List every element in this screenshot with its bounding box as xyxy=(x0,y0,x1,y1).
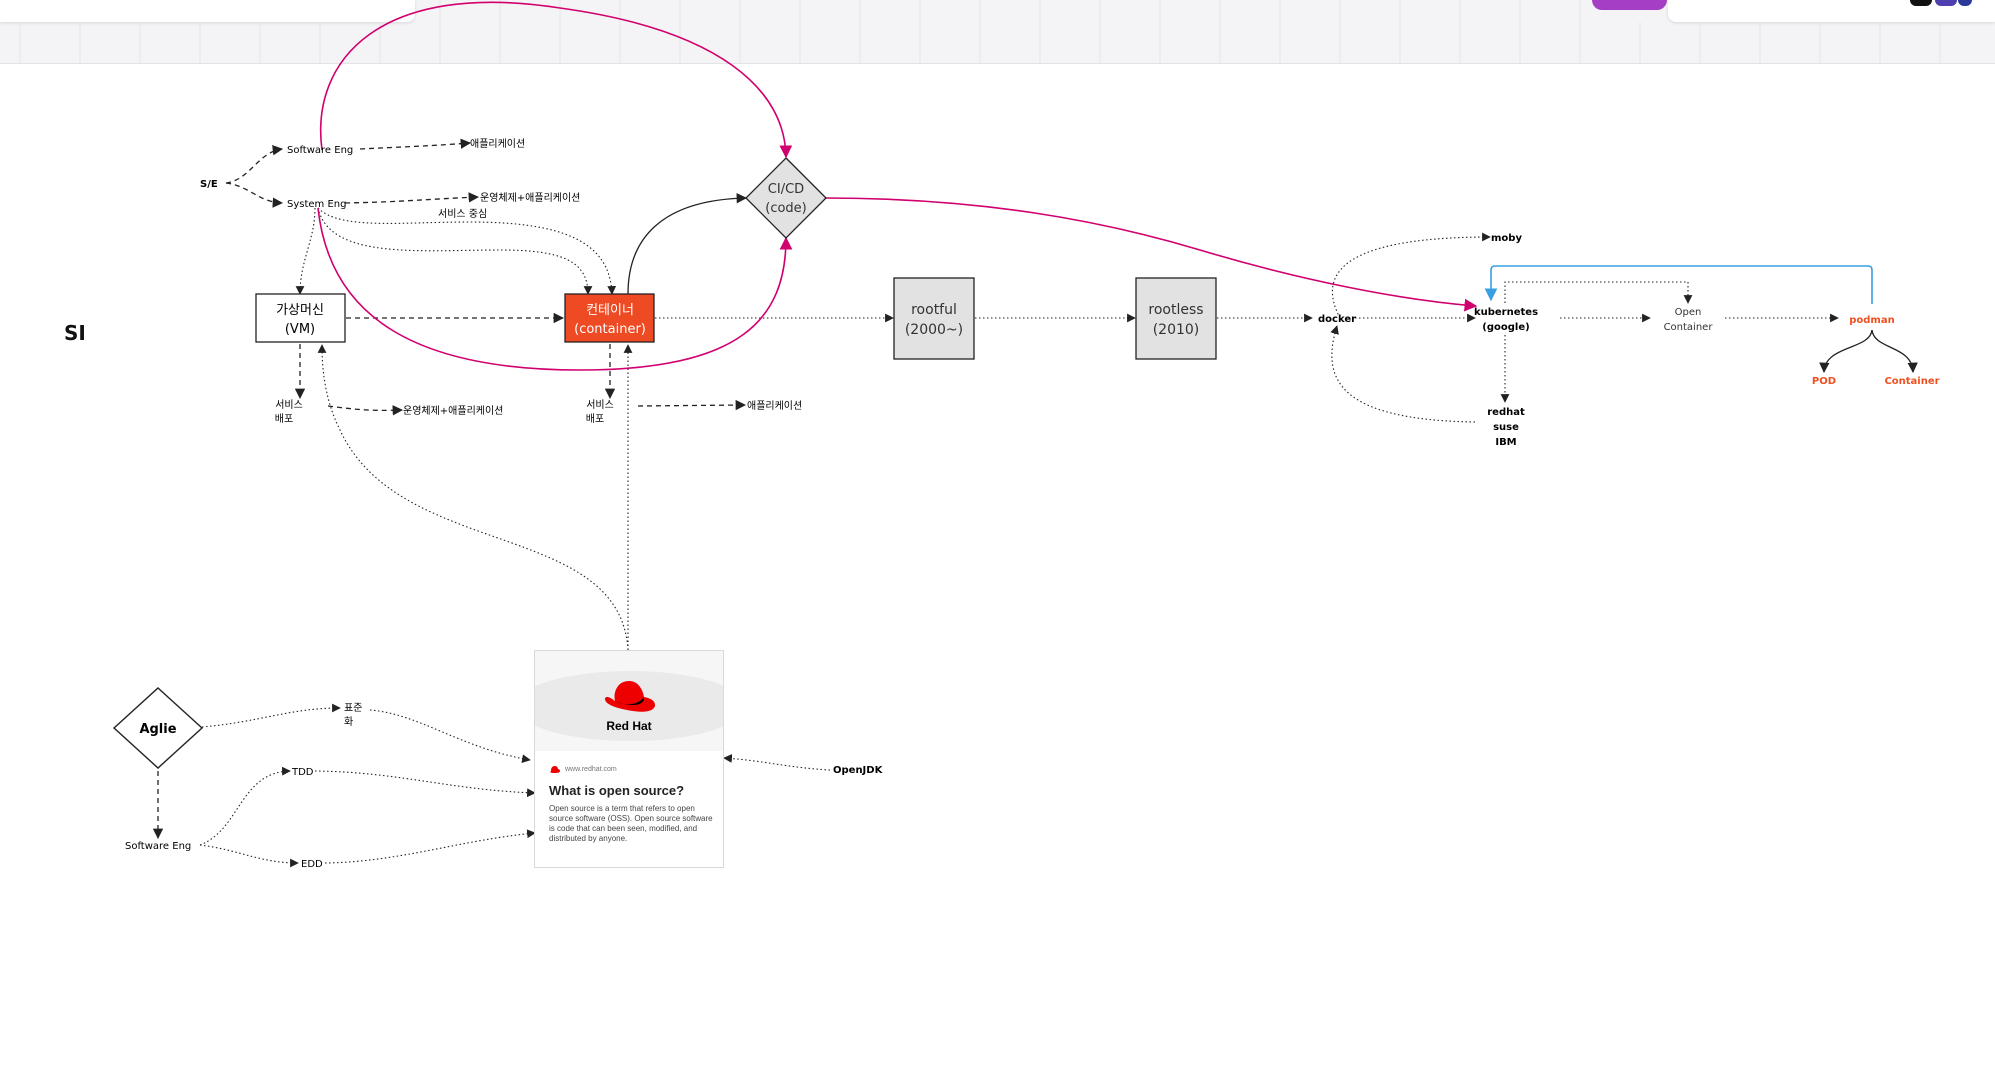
edge-openjdk-card[interactable] xyxy=(723,754,831,771)
edge-tdd-card[interactable] xyxy=(314,770,536,798)
vm-node[interactable] xyxy=(255,293,346,343)
cicd-label-1: CI/CD xyxy=(768,182,804,197)
edge-docker-moby[interactable] xyxy=(1331,232,1491,319)
vm-label-1: 가상머신 xyxy=(276,303,324,318)
edge-agile-standard[interactable] xyxy=(201,703,341,728)
label-system-eng[interactable]: System Eng xyxy=(287,199,346,210)
dashed-connectors xyxy=(152,138,747,840)
edge-se-software[interactable] xyxy=(225,145,284,184)
edge-system-cicd[interactable] xyxy=(317,207,793,371)
edge-service-container[interactable] xyxy=(317,207,617,295)
edge-podman-pod[interactable] xyxy=(1819,329,1873,374)
agile-node[interactable] xyxy=(112,687,204,769)
label-se[interactable]: S/E xyxy=(200,179,218,190)
collaborator-badge[interactable] xyxy=(1592,0,1667,10)
dotted-connectors xyxy=(199,207,1839,868)
label-software-eng[interactable]: Software Eng xyxy=(287,145,353,156)
agile-label: Aglie xyxy=(139,722,176,737)
label-openjdk[interactable]: OpenJDK xyxy=(833,765,884,776)
edge-cicd-kubernetes[interactable] xyxy=(825,197,1478,312)
rootless-node[interactable] xyxy=(1135,277,1217,360)
label-container-deploy-2[interactable]: 배포 xyxy=(586,413,604,425)
label-open-container-1[interactable]: Open xyxy=(1675,307,1702,318)
label-tdd[interactable]: TDD xyxy=(291,767,314,778)
edge-redhat-vm[interactable] xyxy=(317,344,629,651)
label-podman[interactable]: podman xyxy=(1849,315,1894,326)
label-vm-deploy-1[interactable]: 서비스 xyxy=(275,399,303,411)
cicd-node[interactable] xyxy=(745,157,827,239)
redhat-card-site: www.redhat.com xyxy=(565,766,617,773)
edge-container-cicd[interactable] xyxy=(627,193,748,295)
magenta-connectors xyxy=(317,1,1478,371)
edge-standard-card[interactable] xyxy=(369,709,531,763)
label-kubernetes-1[interactable]: kubernetes xyxy=(1474,307,1538,318)
edge-system-vm[interactable] xyxy=(295,207,316,295)
avatar[interactable] xyxy=(1910,0,1932,6)
board-title: SI xyxy=(64,321,86,345)
edge-cdeploy-app[interactable] xyxy=(637,399,747,411)
label-service-centric[interactable]: 서비스 중심 xyxy=(438,208,487,220)
label-application-2[interactable]: 애플리케이션 xyxy=(747,400,802,412)
label-application-1[interactable]: 애플리케이션 xyxy=(470,138,525,150)
label-container-deploy-1[interactable]: 서비스 xyxy=(586,399,614,411)
edge-podman-container[interactable] xyxy=(1871,329,1918,374)
label-open-container-2[interactable]: Container xyxy=(1664,322,1714,333)
cicd-label-2: (code) xyxy=(765,201,807,216)
edge-vmdeploy-osapp[interactable] xyxy=(327,405,404,416)
grid-lines xyxy=(19,0,1941,63)
rootful-label-2: (2000~) xyxy=(905,322,963,338)
redhat-hat-icon xyxy=(605,681,655,712)
rootless-label-2: (2010) xyxy=(1153,322,1200,338)
container-label-2: (container) xyxy=(574,322,646,337)
label-standard-2[interactable]: 화 xyxy=(344,716,353,728)
edge-software-app[interactable] xyxy=(359,138,472,150)
edge-system-container[interactable] xyxy=(317,207,593,295)
container-label-1: 컨테이너 xyxy=(586,303,634,318)
rootless-label-1: rootless xyxy=(1148,302,1203,318)
label-kubernetes-2[interactable]: (google) xyxy=(1482,322,1529,333)
label-suse[interactable]: suse xyxy=(1493,422,1519,433)
top-left-toolbar[interactable] xyxy=(0,0,415,22)
edge-system-osapp[interactable] xyxy=(344,192,480,204)
edge-podman-kubernetes[interactable] xyxy=(1484,265,1873,304)
redhat-favicon-icon xyxy=(550,766,560,773)
label-vm-deploy-2[interactable]: 배포 xyxy=(275,413,293,425)
rootful-label-1: rootful xyxy=(911,302,957,318)
edge-redhat-docker[interactable] xyxy=(1330,325,1476,423)
podman-branches xyxy=(1819,329,1918,374)
label-os-app-2[interactable]: 운영체제+애플리케이션 xyxy=(403,405,503,417)
label-edd[interactable]: EDD xyxy=(301,859,323,870)
edge-software-cicd[interactable] xyxy=(320,1,793,159)
redhat-card-hero: Red Hat xyxy=(535,651,723,751)
redhat-card-description: Open source is a term that refers to ope… xyxy=(549,804,713,843)
label-pod[interactable]: POD xyxy=(1812,376,1836,387)
redhat-logo-text: Red Hat xyxy=(606,719,652,733)
edge-software-edd[interactable] xyxy=(199,844,299,868)
edge-se-system[interactable] xyxy=(225,182,284,208)
edge-edd-card[interactable] xyxy=(324,829,536,864)
label-standard-1[interactable]: 표준 xyxy=(344,702,362,714)
vm-label-2: (VM) xyxy=(285,322,315,337)
label-software-eng-2[interactable]: Software Eng xyxy=(125,841,191,852)
edge-software-tdd[interactable] xyxy=(199,766,291,846)
avatar[interactable] xyxy=(1958,0,1972,6)
container-node[interactable] xyxy=(564,293,655,343)
label-os-app-1[interactable]: 운영체제+애플리케이션 xyxy=(480,192,580,204)
rootful-node[interactable] xyxy=(893,277,975,360)
edge-k8s-open-loop[interactable] xyxy=(1504,281,1693,304)
label-docker[interactable]: docker xyxy=(1318,314,1356,325)
avatar[interactable] xyxy=(1935,0,1957,6)
label-moby[interactable]: moby xyxy=(1491,233,1522,244)
label-redhat[interactable]: redhat xyxy=(1487,407,1525,418)
label-ibm[interactable]: IBM xyxy=(1495,437,1516,448)
label-container-leaf[interactable]: Container xyxy=(1884,376,1939,387)
redhat-card-title[interactable]: What is open source? xyxy=(549,783,685,798)
redhat-link-card[interactable]: Red Hat www.redhat.com What is open sour… xyxy=(534,650,724,868)
